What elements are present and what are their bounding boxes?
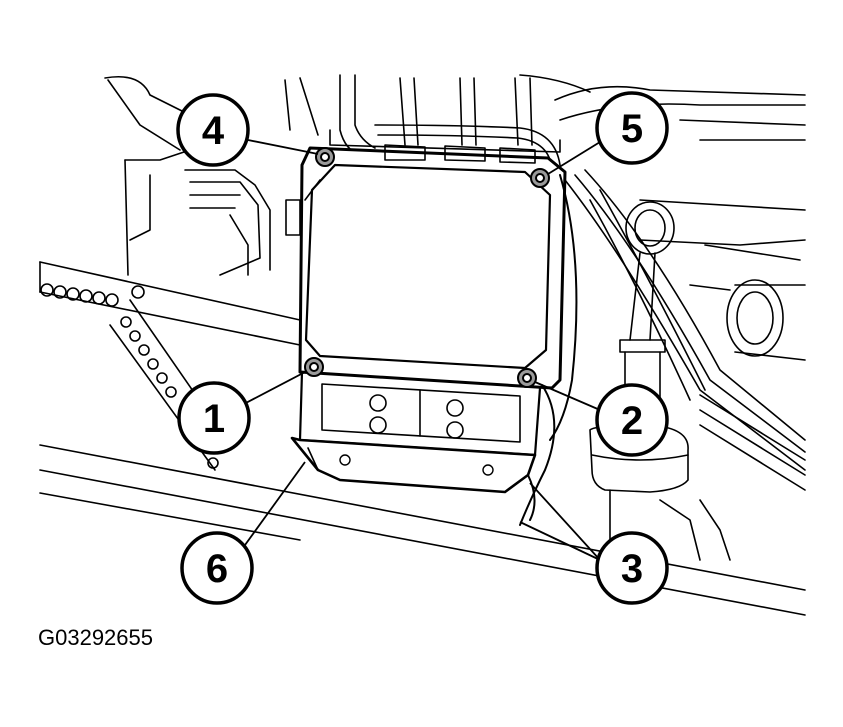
bolt-1 (304, 357, 324, 377)
callout-1: 1 (177, 381, 251, 455)
bolts (304, 147, 550, 388)
callout-4: 4 (176, 93, 250, 167)
bolt-5 (530, 168, 550, 188)
callout-3: 3 (595, 531, 669, 605)
bolt-2 (517, 368, 537, 388)
callout-2: 2 (595, 383, 669, 457)
callout-3-label: 3 (621, 547, 643, 591)
callout-6: 6 (180, 531, 254, 605)
callout-5: 5 (595, 91, 669, 165)
callout-6-label: 6 (206, 547, 228, 591)
bolt-4 (315, 147, 335, 167)
callout-1-label: 1 (203, 397, 225, 441)
figure-id: G03292655 (38, 625, 153, 650)
callout-5-label: 5 (621, 107, 643, 151)
callout-2-label: 2 (621, 399, 643, 443)
leader-lines (241, 139, 601, 561)
control-module (290, 144, 578, 526)
callout-4-label: 4 (202, 109, 225, 153)
